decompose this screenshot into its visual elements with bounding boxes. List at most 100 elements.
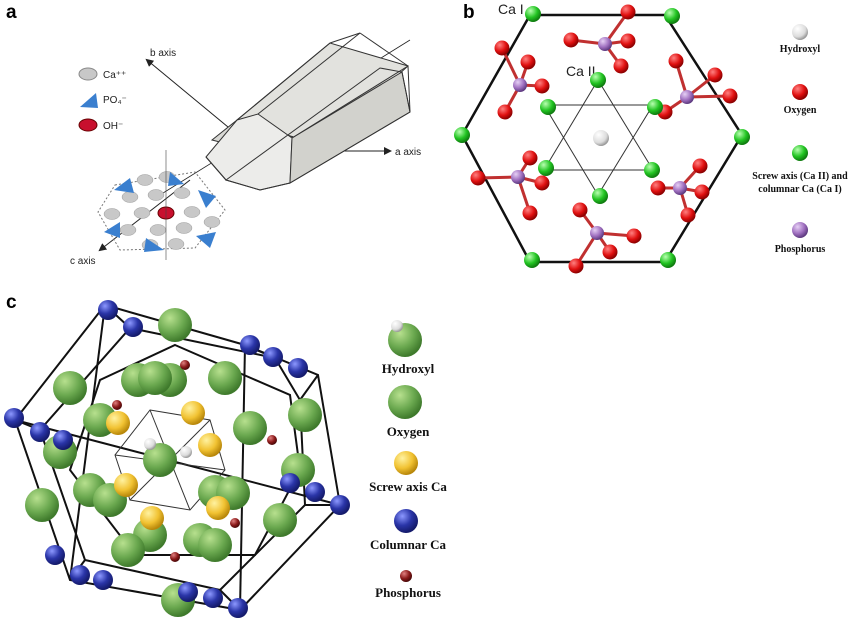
ca-ion: [147, 189, 165, 201]
legend-c: Hydroxyl Oxygen Screw axis Ca Columnar C…: [369, 320, 447, 600]
panel-a: a Ca⁺⁺ PO₄⁻ OH⁻ b axis a axis c axis: [6, 2, 421, 267]
ca-ion: [203, 216, 221, 228]
phosphorus-sphere: [180, 360, 190, 370]
screw-axis-ca-sphere: [140, 506, 164, 530]
ca-ion: [175, 222, 193, 234]
hydroxyl-hydrogen: [144, 438, 156, 450]
screw-axis-ca-sphere: [181, 401, 205, 425]
screw-axis-ca-atom: [647, 99, 663, 115]
b-axis-label: b axis: [150, 48, 176, 59]
columnar-ca-atom: [734, 129, 750, 145]
columnar-ca-atom: [660, 252, 676, 268]
ca-ion: [167, 238, 185, 250]
ca-ion: [119, 224, 137, 236]
panel-a-letter: a: [6, 2, 17, 23]
legend-c-oxygen-label: Oxygen: [387, 424, 430, 439]
screw-axis-ca-sphere: [114, 473, 138, 497]
hydroxyl-atom: [593, 130, 609, 146]
phosphorus-atom: [590, 226, 604, 240]
oxygen-atom: [534, 175, 550, 191]
oxygen-atom: [602, 244, 618, 260]
columnar-ca-atom: [454, 127, 470, 143]
oxygen-atom: [563, 32, 579, 48]
legend-b-phosphorus-icon: [792, 222, 808, 238]
screw-axis-ca-sphere: [198, 433, 222, 457]
phosphate-ion: [104, 222, 120, 238]
oxygen-sphere: [198, 528, 232, 562]
ca-i-label: Ca I: [498, 1, 524, 17]
panel-b: b Ca I Ca II: [454, 1, 848, 274]
legend-c-columnar-ca-label: Columnar Ca: [370, 537, 446, 552]
c-axis-label: c axis: [70, 256, 96, 267]
oxygen-sphere: [233, 411, 267, 445]
ca-ion: [121, 191, 139, 203]
ca-ion: [136, 174, 154, 186]
legend-b-hydroxyl-label: Hydroxyl: [780, 44, 821, 55]
legend-b-calcium-label: Screw axis (Ca II) and: [752, 171, 848, 182]
oxygen-atom: [522, 205, 538, 221]
oxygen-sphere: [208, 361, 242, 395]
phosphorus-sphere: [170, 552, 180, 562]
legend-b: Hydroxyl Oxygen Screw axis (Ca II) and c…: [752, 24, 848, 255]
legend-c-phosphorus-icon: [400, 570, 412, 582]
oxygen-sphere: [158, 308, 192, 342]
oxygen-atom: [620, 4, 636, 20]
oxygen-sphere: [143, 443, 177, 477]
a-axis-label: a axis: [395, 147, 421, 158]
phosphorus-sphere: [112, 400, 122, 410]
columnar-ca-sphere: [70, 565, 90, 585]
columnar-ca-sphere: [288, 358, 308, 378]
screw-axis-ca-sphere: [106, 411, 130, 435]
columnar-ca-sphere: [280, 473, 300, 493]
oxygen-atom: [650, 180, 666, 196]
columnar-ca-sphere: [123, 317, 143, 337]
oxygen-sphere: [111, 533, 145, 567]
screw-axis-ca-atom: [644, 162, 660, 178]
columnar-ca-sphere: [330, 495, 350, 515]
legend-b-hydroxyl-icon: [792, 24, 808, 40]
ca-ion: [149, 224, 167, 236]
oxygen-atom: [692, 158, 708, 174]
phosphate-ion: [168, 172, 184, 186]
columnar-ca-sphere: [53, 430, 73, 450]
columnar-ca-sphere: [228, 598, 248, 618]
oxygen-atom: [534, 78, 550, 94]
ca-ion: [173, 187, 191, 199]
columnar-ca-sphere: [45, 545, 65, 565]
ca-ii-label: Ca II: [566, 63, 596, 79]
hydroxyl-ellipse-icon: [78, 118, 98, 132]
columnar-ca-sphere: [263, 347, 283, 367]
phosphate-ion: [196, 232, 216, 248]
columnar-ca-sphere: [305, 482, 325, 502]
phosphate-ion: [114, 178, 134, 193]
columnar-ca-sphere: [4, 408, 24, 428]
columnar-ca-sphere: [93, 570, 113, 590]
screw-axis-ca-atom: [540, 99, 556, 115]
columnar-ca-atom: [525, 6, 541, 22]
panel-b-letter: b: [463, 2, 475, 23]
oxygen-atom: [613, 58, 629, 74]
oxygen-atom: [626, 228, 642, 244]
legend-c-oxygen-icon: [388, 385, 422, 419]
b-axis-arrow: [145, 58, 229, 128]
legend-c-hydroxyl-h-icon: [391, 320, 403, 332]
phosphorus-atom: [513, 78, 527, 92]
screw-axis-ca-atom: [592, 188, 608, 204]
columnar-ca-sphere: [240, 335, 260, 355]
legend-a-phosphate-label: PO₄⁻: [103, 95, 127, 106]
ca-ion: [183, 206, 201, 218]
oxygen-atom: [707, 67, 723, 83]
legend-c-screw-ca-label: Screw axis Ca: [369, 479, 447, 494]
columnar-ca-atom: [664, 8, 680, 24]
oxygen-atom: [620, 33, 636, 49]
phosphorus-atom: [673, 181, 687, 195]
oxygen-sphere: [138, 361, 172, 395]
phosphorus-atom: [598, 37, 612, 51]
phosphorus-atom: [680, 90, 694, 104]
phosphate-ion: [198, 190, 216, 208]
columnar-ca-sphere: [178, 582, 198, 602]
legend-b-calcium-icon: [792, 145, 808, 161]
oxygen-atom: [520, 54, 536, 70]
phosphorus-atom: [511, 170, 525, 184]
